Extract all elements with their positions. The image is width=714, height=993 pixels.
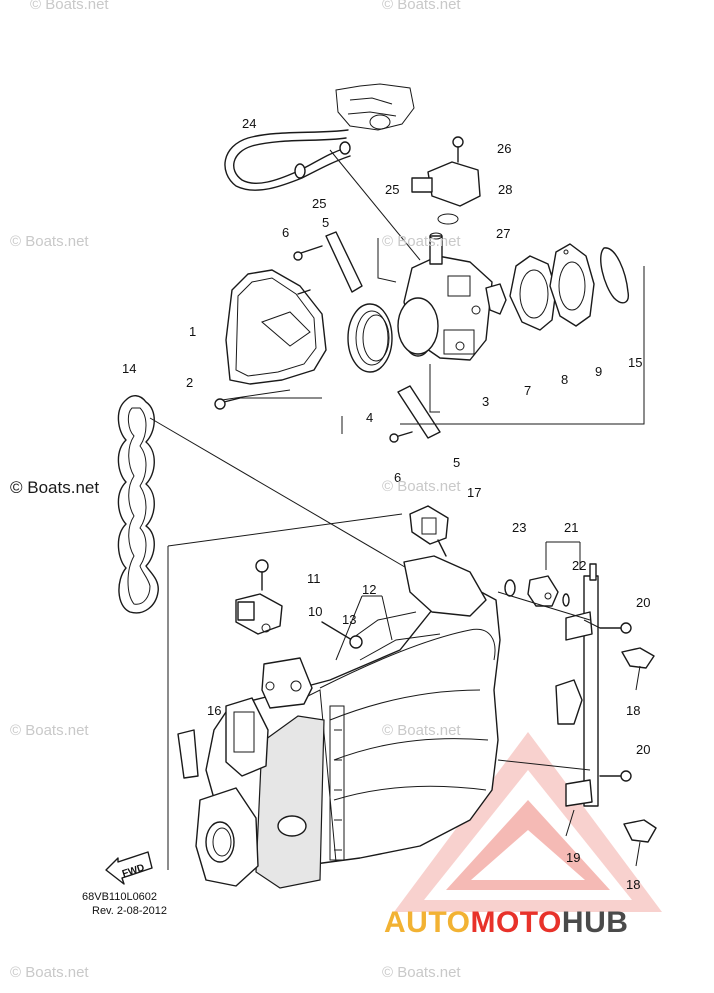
callout-12: 12 [362, 582, 376, 597]
diagram-meta: 68VB110L0602 Rev. 2-08-2012 [82, 890, 167, 918]
vacuum-hose-24 [224, 129, 351, 191]
callout-17: 17 [467, 485, 481, 500]
watermark: © Boats.net [10, 233, 89, 250]
fuel-rail-leaders [497, 591, 591, 837]
callout-7: 7 [524, 383, 531, 398]
throttle-sensor-assembly [411, 136, 481, 225]
callout-22: 22 [572, 558, 586, 573]
callout-5: 5 [453, 455, 460, 470]
gasket-8 [509, 255, 557, 331]
upper-group-frame [236, 238, 645, 434]
callout-6: 6 [394, 470, 401, 485]
callout-20: 20 [636, 595, 650, 610]
brand-part-hub: HUB [561, 906, 629, 939]
watermark: © Boats.net [10, 478, 100, 497]
bracket-5-lower [389, 385, 441, 443]
sensor-10-11-13 [235, 559, 363, 649]
engine-block-sketch [335, 83, 415, 131]
callout-11: 11 [307, 571, 321, 586]
callout-14: 14 [122, 361, 136, 376]
fwd-badge: FWD [105, 851, 153, 885]
bracket-5-upper [214, 231, 363, 410]
callout-20: 20 [636, 742, 650, 757]
callout-9: 9 [595, 364, 602, 379]
callout-16: 16 [207, 703, 221, 718]
callout-26: 26 [497, 141, 511, 156]
sensor-21-23-22 [504, 541, 581, 607]
rubber-sleeve-4 [347, 297, 439, 373]
callout-13: 13 [342, 612, 356, 627]
callout-5: 5 [322, 215, 329, 230]
diagram-code: 68VB110L0602 [82, 891, 158, 903]
watermark: © Boats.net [10, 722, 89, 739]
brand-part-auto: AUTO [384, 906, 471, 939]
callout-10: 10 [308, 604, 322, 619]
callout-2: 2 [186, 375, 193, 390]
intake-manifold-12 [195, 555, 501, 889]
callout-28: 28 [498, 182, 512, 197]
gasket-14 [117, 395, 159, 614]
callout-1: 1 [189, 324, 196, 339]
watermark: © Boats.net [382, 233, 461, 250]
callout-15: 15 [628, 355, 642, 370]
callout-3: 3 [482, 394, 489, 409]
o-ring-15 [600, 247, 629, 304]
clip-18-lower [623, 819, 657, 867]
brand-part-moto: MOTO [470, 906, 562, 939]
clip-18-upper [621, 647, 655, 691]
brand-wordmark: AUTOMOTOHUB [384, 906, 628, 940]
bolt-20-lower [599, 770, 632, 782]
intake-silencer-1 [225, 269, 327, 385]
callout-23: 23 [512, 520, 526, 535]
callout-25: 25 [312, 196, 326, 211]
watermark: © Boats.net [382, 0, 461, 13]
callout-8: 8 [561, 372, 568, 387]
watermark: © Boats.net [382, 478, 461, 495]
callout-24: 24 [242, 116, 256, 131]
watermark: © Boats.net [382, 722, 461, 739]
callout-6: 6 [282, 225, 289, 240]
leader-lines [149, 149, 421, 870]
manifold-frame [335, 595, 393, 661]
gasket-9 [549, 243, 595, 327]
callout-21: 21 [564, 520, 578, 535]
callout-18: 18 [626, 703, 640, 718]
sensor-17 [409, 505, 449, 557]
callout-27: 27 [496, 226, 510, 241]
watermark: © Boats.net [10, 964, 89, 981]
gasket-7 [485, 283, 507, 315]
callout-25: 25 [385, 182, 399, 197]
callout-4: 4 [366, 410, 373, 425]
bolt-20-upper [599, 622, 632, 634]
gasket-16 [177, 729, 199, 779]
diagram-revision: Rev. 2-08-2012 [92, 905, 168, 917]
callout-19: 19 [566, 850, 580, 865]
brand-logo-triangle [394, 732, 662, 912]
callout-18: 18 [626, 877, 640, 892]
watermark: © Boats.net [30, 0, 109, 13]
watermark: © Boats.net [382, 964, 461, 981]
